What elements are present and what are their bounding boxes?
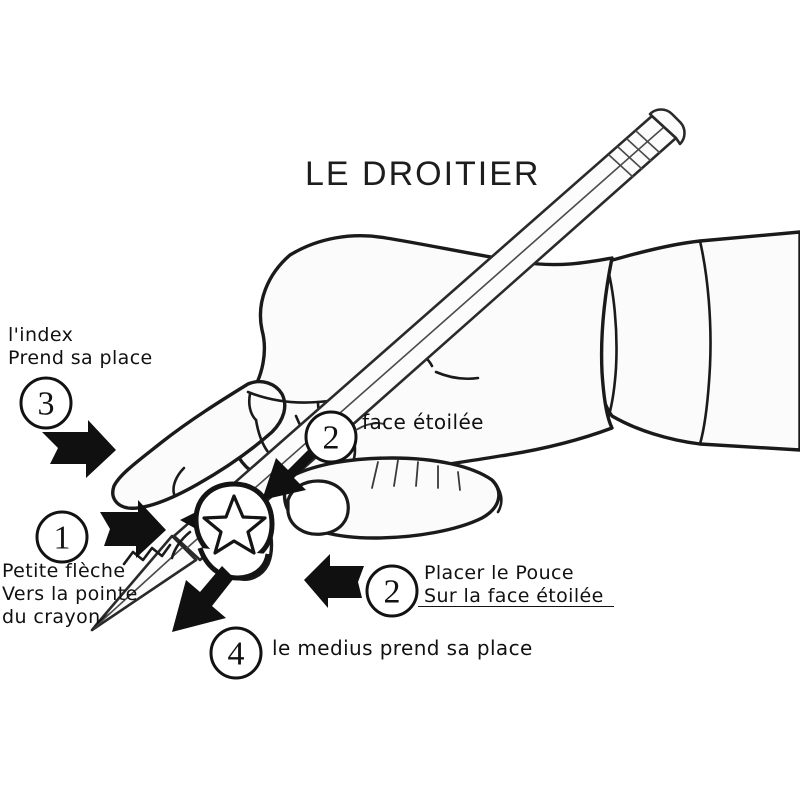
thumb	[282, 456, 503, 540]
callout-circle-2-face[interactable]: 2	[304, 410, 358, 464]
arrow-callout-1	[100, 500, 166, 558]
callout-2-pouce-number: 2	[384, 574, 401, 611]
arrow-callout-4	[172, 566, 234, 632]
callout-2-face-number: 2	[323, 420, 340, 457]
callout-3-number: 3	[38, 386, 55, 423]
callout-2-pouce-underline	[418, 606, 614, 607]
star-grip	[170, 481, 275, 581]
pencil	[172, 108, 686, 562]
callout-4-label: le medius prend sa place	[272, 636, 533, 660]
callout-circle-2-pouce[interactable]: 2	[365, 564, 419, 618]
leader-line-face-etoilee	[355, 422, 385, 431]
page-title: LE DROITIER	[305, 155, 541, 193]
thumb-shading	[371, 459, 461, 491]
callout-circle-3[interactable]: 3	[19, 376, 73, 430]
callout-4-number: 4	[228, 636, 245, 673]
arrow-callout-2-face	[262, 446, 318, 500]
callout-3-label: l'index Prend sa place	[8, 324, 153, 370]
callout-2-face-label: face étoilée	[362, 410, 484, 434]
grip-small-arrow	[180, 511, 198, 530]
pencil-ferrule	[608, 130, 661, 178]
callout-1-number: 1	[54, 520, 71, 557]
arrow-callout-2-pouce	[304, 554, 364, 608]
callout-circle-4[interactable]: 4	[209, 626, 263, 680]
arrow-callout-3	[42, 420, 116, 478]
callout-1-label: Petite flèche Vers la pointe du crayon	[2, 560, 138, 629]
shirt-cuff	[595, 230, 800, 452]
callout-circle-1[interactable]: 1	[35, 510, 89, 564]
callout-2-pouce-label: Placer le Pouce Sur la face étoilée	[424, 562, 604, 608]
